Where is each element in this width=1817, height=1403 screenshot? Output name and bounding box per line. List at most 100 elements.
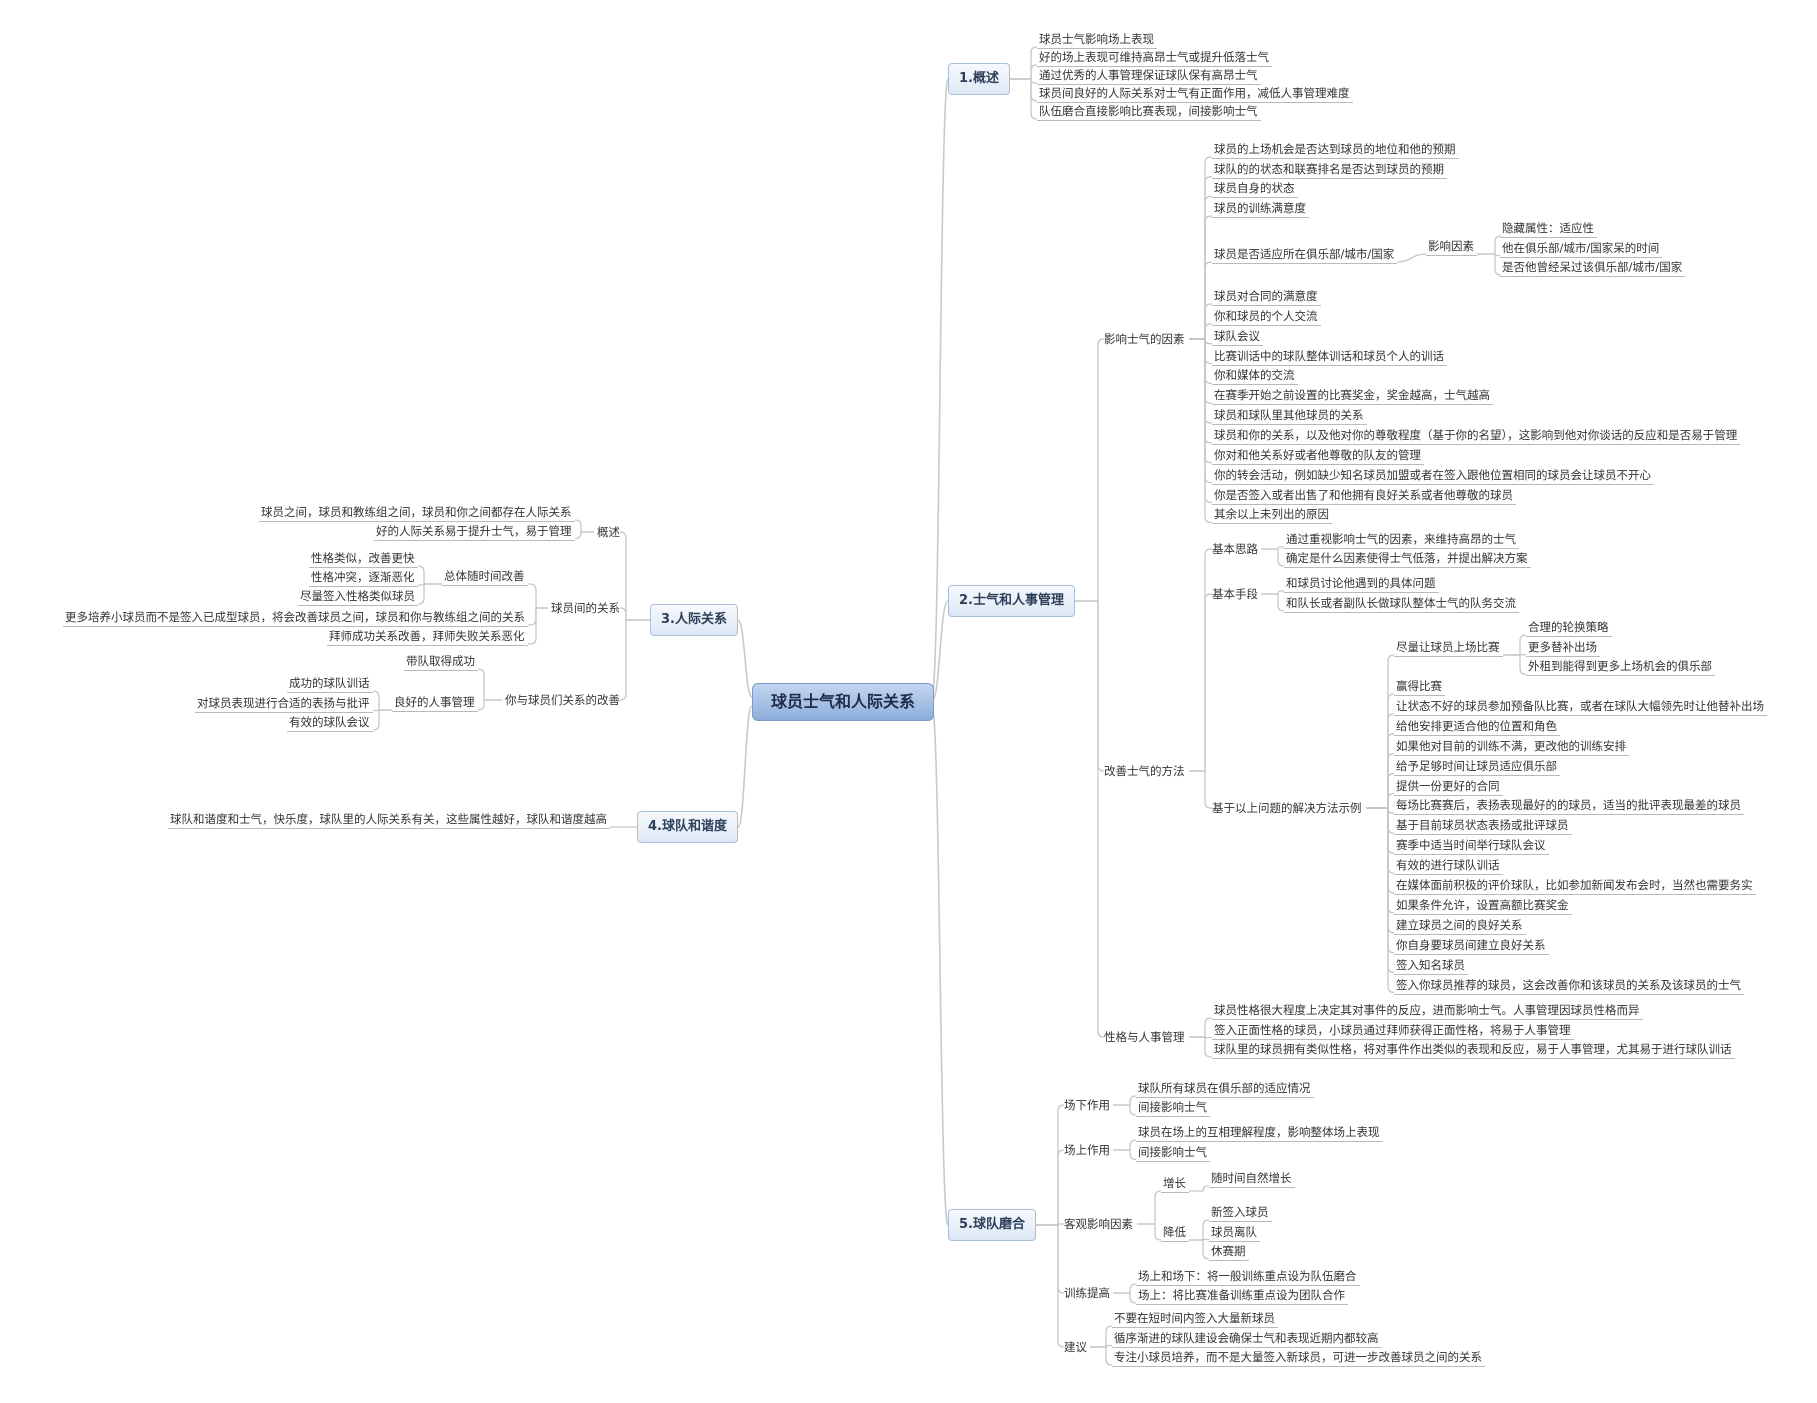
factor-item: 球员的上场机会是否达到球员的地位和他的预期 bbox=[1212, 141, 1459, 159]
decrease-item: 休赛期 bbox=[1209, 1243, 1249, 1261]
methods-topic: 改善士气的方法 bbox=[1104, 764, 1185, 778]
factor-item: 你和媒体的交流 bbox=[1212, 367, 1298, 386]
play-item: 合理的轮换策略 bbox=[1526, 619, 1612, 637]
increase-topic: 增长 bbox=[1161, 1175, 1189, 1193]
central-topic[interactable]: 球员士气和人际关系 bbox=[752, 683, 934, 721]
relationship-overview-item: 球员之间，球员和教练组之间，球员和你之间都存在人际关系 bbox=[259, 504, 575, 522]
on-field-item: 间接影响士气 bbox=[1136, 1144, 1210, 1162]
relationships-overview-topic: 概述 bbox=[597, 525, 620, 539]
example-item: 在媒体面前积极的评价球队，比如参加新闻发布会时，当然也需要务实 bbox=[1394, 877, 1756, 895]
factors-topic: 影响士气的因素 bbox=[1104, 332, 1185, 346]
objective-factors-topic: 客观影响因素 bbox=[1064, 1217, 1133, 1231]
training-topic: 训练提高 bbox=[1064, 1286, 1110, 1300]
advice-item: 循序渐进的球队建设会确保士气和表现近期内都较高 bbox=[1112, 1330, 1382, 1348]
factor-item: 球员的训练满意度 bbox=[1212, 200, 1309, 219]
factor-item: 球队的的状态和联赛排名是否达到球员的预期 bbox=[1212, 161, 1447, 179]
example-item: 建立球员之间的良好关系 bbox=[1394, 917, 1526, 935]
personality-match-item: 性格类似，改善更快 bbox=[309, 550, 418, 568]
example-item: 每场比赛赛后，表扬表现最好的的球员，适当的批评表现最差的球员 bbox=[1394, 797, 1744, 816]
off-field-item: 间接影响士气 bbox=[1136, 1099, 1210, 1117]
adaptation-item: 是否他曾经呆过该俱乐部/城市/国家 bbox=[1500, 259, 1686, 277]
overview-point: 球员间良好的人际关系对士气有正面作用，减低人事管理难度 bbox=[1037, 85, 1353, 103]
between-players-topic: 球员间的关系 bbox=[551, 601, 620, 615]
play-item: 更多替补出场 bbox=[1526, 639, 1600, 657]
advice-item: 专注小球员培养，而不是大量签入新球员，可进一步改善球员之间的关系 bbox=[1112, 1349, 1485, 1367]
personality-item: 球队里的球员拥有类似性格，将对事件作出类似的表现和反应，易于人事管理，尤其易于进… bbox=[1212, 1041, 1735, 1059]
adaptation-item: 隐藏属性：适应性 bbox=[1500, 220, 1597, 238]
factor-item: 在赛季开始之前设置的比赛奖金，奖金越高，士气越高 bbox=[1212, 387, 1493, 406]
factor-item: 你是否签入或者出售了和他拥有良好关系或者他尊敬的球员 bbox=[1212, 487, 1516, 505]
example-item: 让状态不好的球员参加预备队比赛，或者在球队大幅领先时让他替补出场 bbox=[1394, 698, 1767, 716]
overview-point: 好的场上表现可维持高昂士气或提升低落士气 bbox=[1037, 49, 1272, 67]
increase-item: 随时间自然增长 bbox=[1209, 1170, 1295, 1188]
off-field-item: 球队所有球员在俱乐部的适应情况 bbox=[1136, 1080, 1314, 1098]
training-item: 场上：将比赛准备训练重点设为团队合作 bbox=[1136, 1287, 1348, 1305]
example-item: 赢得比赛 bbox=[1394, 678, 1445, 696]
overview-point: 通过优秀的人事管理保证球队保有高昂士气 bbox=[1037, 67, 1261, 85]
personality-item: 球员性格很大程度上决定其对事件的反应，进而影响士气。人事管理因球员性格而异 bbox=[1212, 1002, 1643, 1020]
example-item: 如果条件允许，设置高额比赛奖金 bbox=[1394, 897, 1572, 915]
management-item: 有效的球队会议 bbox=[287, 714, 373, 732]
decrease-item: 球员离队 bbox=[1209, 1224, 1260, 1242]
factor-item: 你的转会活动，例如缺少知名球员加盟或者在签入跟他位置相同的球员会让球员不开心 bbox=[1212, 467, 1654, 485]
idea-item: 确定是什么因素使得士气低落，并提出解决方案 bbox=[1284, 550, 1531, 568]
factor-item: 你对和他关系好或者他尊敬的队友的管理 bbox=[1212, 447, 1424, 465]
branch-overview[interactable]: 1.概述 bbox=[948, 63, 1010, 95]
idea-item: 通过重视影响士气的因素，来维持高昂的士气 bbox=[1284, 531, 1519, 549]
training-item: 场上和场下：将一般训练重点设为队伍磨合 bbox=[1136, 1268, 1360, 1286]
basic-idea-topic: 基本思路 bbox=[1212, 542, 1258, 556]
example-play-more: 尽量让球员上场比赛 bbox=[1394, 639, 1503, 657]
improves-over-time: 总体随时间改善 bbox=[442, 568, 528, 586]
branch-relationships[interactable]: 3.人际关系 bbox=[650, 604, 738, 636]
on-field-topic: 场上作用 bbox=[1064, 1143, 1110, 1157]
branch-morale-management[interactable]: 2.士气和人事管理 bbox=[948, 585, 1075, 617]
example-item: 给予足够时间让球员适应俱乐部 bbox=[1394, 758, 1560, 776]
adaptation-item: 他在俱乐部/城市/国家呆的时间 bbox=[1500, 240, 1663, 258]
advice-topic: 建议 bbox=[1064, 1340, 1087, 1354]
personality-match-item: 性格冲突，逐渐恶化 bbox=[309, 569, 418, 587]
advice-item: 不要在短时间内签入大量新球员 bbox=[1112, 1310, 1278, 1328]
personality-item: 签入正面性格的球员，小球员通过拜师获得正面性格，将易于人事管理 bbox=[1212, 1022, 1574, 1040]
between-item: 拜师成功关系改善，拜师失败关系恶化 bbox=[327, 628, 528, 646]
basic-means-topic: 基本手段 bbox=[1212, 587, 1258, 601]
off-field-topic: 场下作用 bbox=[1064, 1098, 1110, 1112]
lead-to-success: 带队取得成功 bbox=[404, 653, 478, 671]
factor-item: 你和球员的个人交流 bbox=[1212, 308, 1321, 326]
example-item: 如果他对目前的训练不满，更改他的训练安排 bbox=[1394, 738, 1629, 756]
play-item: 外租到能得到更多上场机会的俱乐部 bbox=[1526, 658, 1715, 677]
factor-item: 其余以上未列出的原因 bbox=[1212, 506, 1332, 525]
between-item: 更多培养小球员而不是签入已成型球员，将会改善球员之间，球员和你与教练组之间的关系 bbox=[63, 609, 528, 627]
factor-item: 球员对合同的满意度 bbox=[1212, 288, 1321, 306]
example-item: 给他安排更适合他的位置和角色 bbox=[1394, 718, 1560, 736]
factor-item: 球员自身的状态 bbox=[1212, 180, 1298, 199]
harmony-point: 球队和谐度和士气，快乐度，球队里的人际关系有关，这些属性越好，球队和谐度越高 bbox=[168, 811, 610, 829]
management-item: 成功的球队训话 bbox=[287, 675, 373, 693]
example-item: 提供一份更好的合同 bbox=[1394, 778, 1503, 796]
on-field-item: 球员在场上的互相理解程度，影响整体场上表现 bbox=[1136, 1124, 1383, 1142]
personality-topic: 性格与人事管理 bbox=[1104, 1030, 1185, 1044]
management-item: 对球员表现进行合适的表扬与批评 bbox=[195, 695, 373, 713]
example-item: 有效的进行球队训话 bbox=[1394, 857, 1503, 876]
relationship-overview-item: 好的人际关系易于提升士气，易于管理 bbox=[374, 523, 575, 541]
factor-item: 比赛训话中的球队整体训话和球员个人的训话 bbox=[1212, 348, 1447, 366]
examples-topic: 基于以上问题的解决方法示例 bbox=[1212, 801, 1362, 815]
good-management: 良好的人事管理 bbox=[392, 694, 478, 712]
personality-match-item: 尽量签入性格类似球员 bbox=[298, 588, 418, 606]
means-item: 和球员讨论他遇到的具体问题 bbox=[1284, 575, 1439, 593]
example-item: 你自身要球员间建立良好关系 bbox=[1394, 937, 1549, 955]
factor-adaptation: 球员是否适应所在俱乐部/城市/国家 bbox=[1212, 246, 1398, 264]
overview-point: 队伍磨合直接影响比赛表现，间接影响士气 bbox=[1037, 103, 1261, 121]
branch-team-cohesion[interactable]: 5.球队磨合 bbox=[948, 1209, 1036, 1241]
example-item: 签入知名球员 bbox=[1394, 957, 1468, 975]
example-item: 基于目前球员状态表扬或批评球员 bbox=[1394, 817, 1572, 836]
factor-item: 球员和你的关系，以及他对你的尊敬程度（基于你的名望），这影响到他对你谈话的反应和… bbox=[1212, 427, 1741, 445]
decrease-item: 新签入球员 bbox=[1209, 1204, 1272, 1222]
branch-team-harmony[interactable]: 4.球队和谐度 bbox=[637, 811, 738, 843]
means-item: 和队长或者副队长做球队整体士气的队务交流 bbox=[1284, 595, 1519, 613]
factor-item: 球员和球队里其他球员的关系 bbox=[1212, 407, 1367, 426]
decrease-topic: 降低 bbox=[1161, 1224, 1189, 1242]
example-item: 赛季中适当时间举行球队会议 bbox=[1394, 837, 1549, 856]
adaptation-subtopic: 影响因素 bbox=[1426, 238, 1477, 256]
